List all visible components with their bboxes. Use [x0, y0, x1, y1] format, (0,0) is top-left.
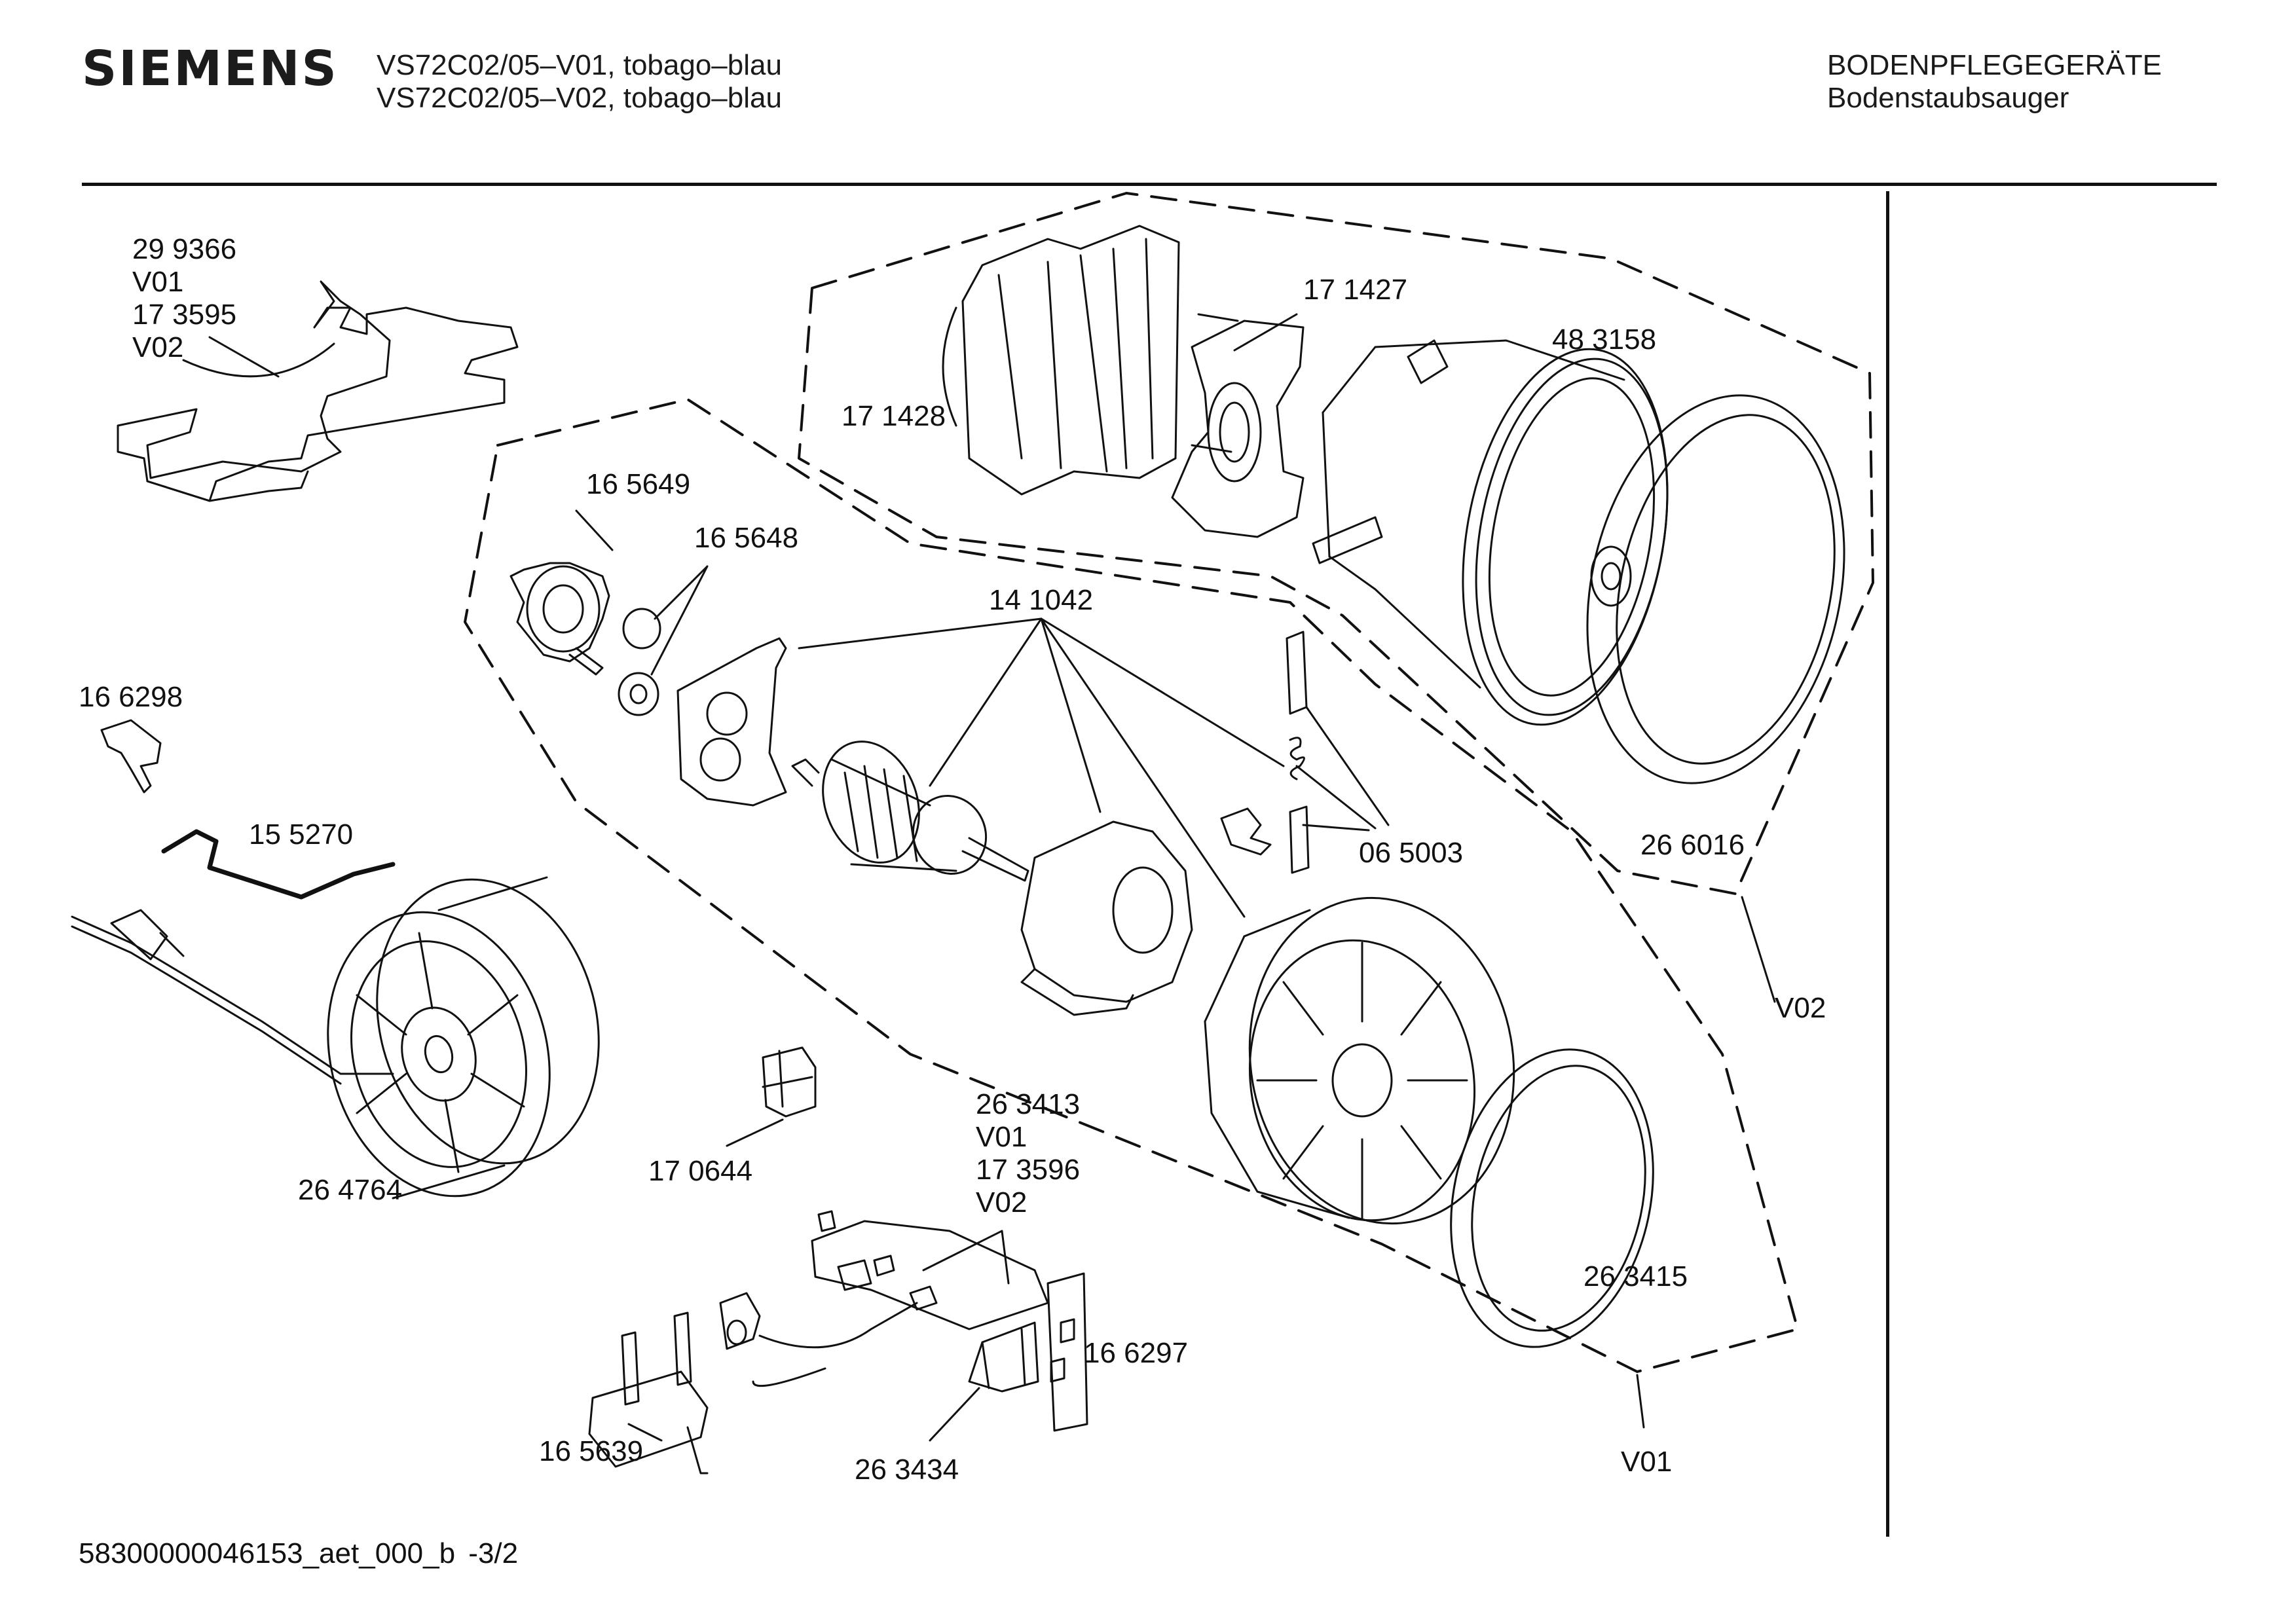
part-ring-266016	[1586, 394, 1845, 784]
label-141042: 14 1042	[989, 584, 1094, 616]
group-outlines	[464, 192, 1874, 1373]
part-armature-141042	[791, 741, 1029, 882]
part-stator-141042	[1020, 820, 1193, 1016]
label-171427: 17 1427	[1303, 274, 1408, 306]
label-166298: 16 6298	[79, 681, 183, 713]
label-173596: 17 3596	[976, 1154, 1081, 1186]
label-263434: 26 3434	[855, 1454, 959, 1486]
part-cord-reel-264764	[71, 876, 600, 1200]
part-263434	[968, 1321, 1039, 1393]
model-line-2: VS72C02/05–V02, tobago–blau	[377, 82, 782, 114]
part-plate-299366	[117, 280, 519, 502]
label-165649: 16 5649	[586, 468, 691, 500]
label-065003: 06 5003	[1359, 837, 1464, 869]
label-264764: 26 4764	[298, 1174, 403, 1206]
part-170644	[762, 1046, 817, 1118]
group-outline-v02	[798, 192, 1874, 895]
header-rule	[82, 183, 2217, 186]
label-170644: 17 0644	[648, 1155, 753, 1187]
subcategory-title: Bodenstaubsauger	[1827, 82, 2069, 114]
label-173595: 17 3595	[132, 299, 237, 331]
group-outline-v01	[464, 398, 1799, 1373]
part-166297	[1046, 1272, 1088, 1432]
part-motor-483158	[1312, 339, 1669, 726]
label-155270: 15 5270	[249, 818, 354, 851]
footer-doc-number: 58300000046153_aet_000_b	[79, 1537, 456, 1569]
footer-page-number: -3/2	[468, 1537, 519, 1569]
part-165639	[588, 1311, 709, 1475]
label-483158: 48 3158	[1552, 323, 1657, 356]
label-263413: 26 3413	[976, 1088, 1081, 1120]
part-165648	[618, 608, 661, 716]
part-ring-263415	[1450, 1048, 1654, 1348]
label-165639: 16 5639	[539, 1435, 644, 1467]
part-bracket-141042	[676, 637, 787, 807]
label-266016: 26 6016	[1640, 829, 1745, 861]
label-171428: 17 1428	[842, 400, 946, 432]
part-bracket-171427	[1171, 320, 1305, 538]
label-v01-b: V01	[976, 1121, 1028, 1153]
part-pcb-263413	[719, 1210, 1049, 1387]
label-165648: 16 5648	[694, 522, 799, 554]
model-line-1: VS72C02/05–V01, tobago–blau	[377, 49, 782, 81]
part-155270	[161, 829, 396, 900]
label-v02-group: V02	[1775, 992, 1826, 1024]
leader-lines	[208, 313, 1776, 1442]
label-166297: 16 6297	[1084, 1337, 1189, 1369]
label-299366: 29 9366	[132, 233, 237, 265]
part-core-171428	[942, 225, 1239, 496]
right-margin-rule	[1886, 191, 1889, 1537]
siemens-logo: SIEMENS	[82, 41, 339, 97]
part-166298	[100, 719, 162, 794]
label-263415: 26 3415	[1583, 1260, 1688, 1292]
label-v01-group: V01	[1621, 1446, 1673, 1478]
footer-doc-id: 58300000046153_aet_000_b -3/2	[79, 1537, 518, 1570]
category-title: BODENPFLEGEGERÄTE	[1827, 49, 2162, 81]
label-v01-a: V01	[132, 266, 184, 298]
part-brush-065003	[1220, 631, 1310, 874]
part-165649	[509, 562, 610, 676]
part-fan-housing	[1204, 896, 1515, 1225]
label-v02-a: V02	[132, 331, 184, 363]
label-v02-b: V02	[976, 1186, 1028, 1218]
